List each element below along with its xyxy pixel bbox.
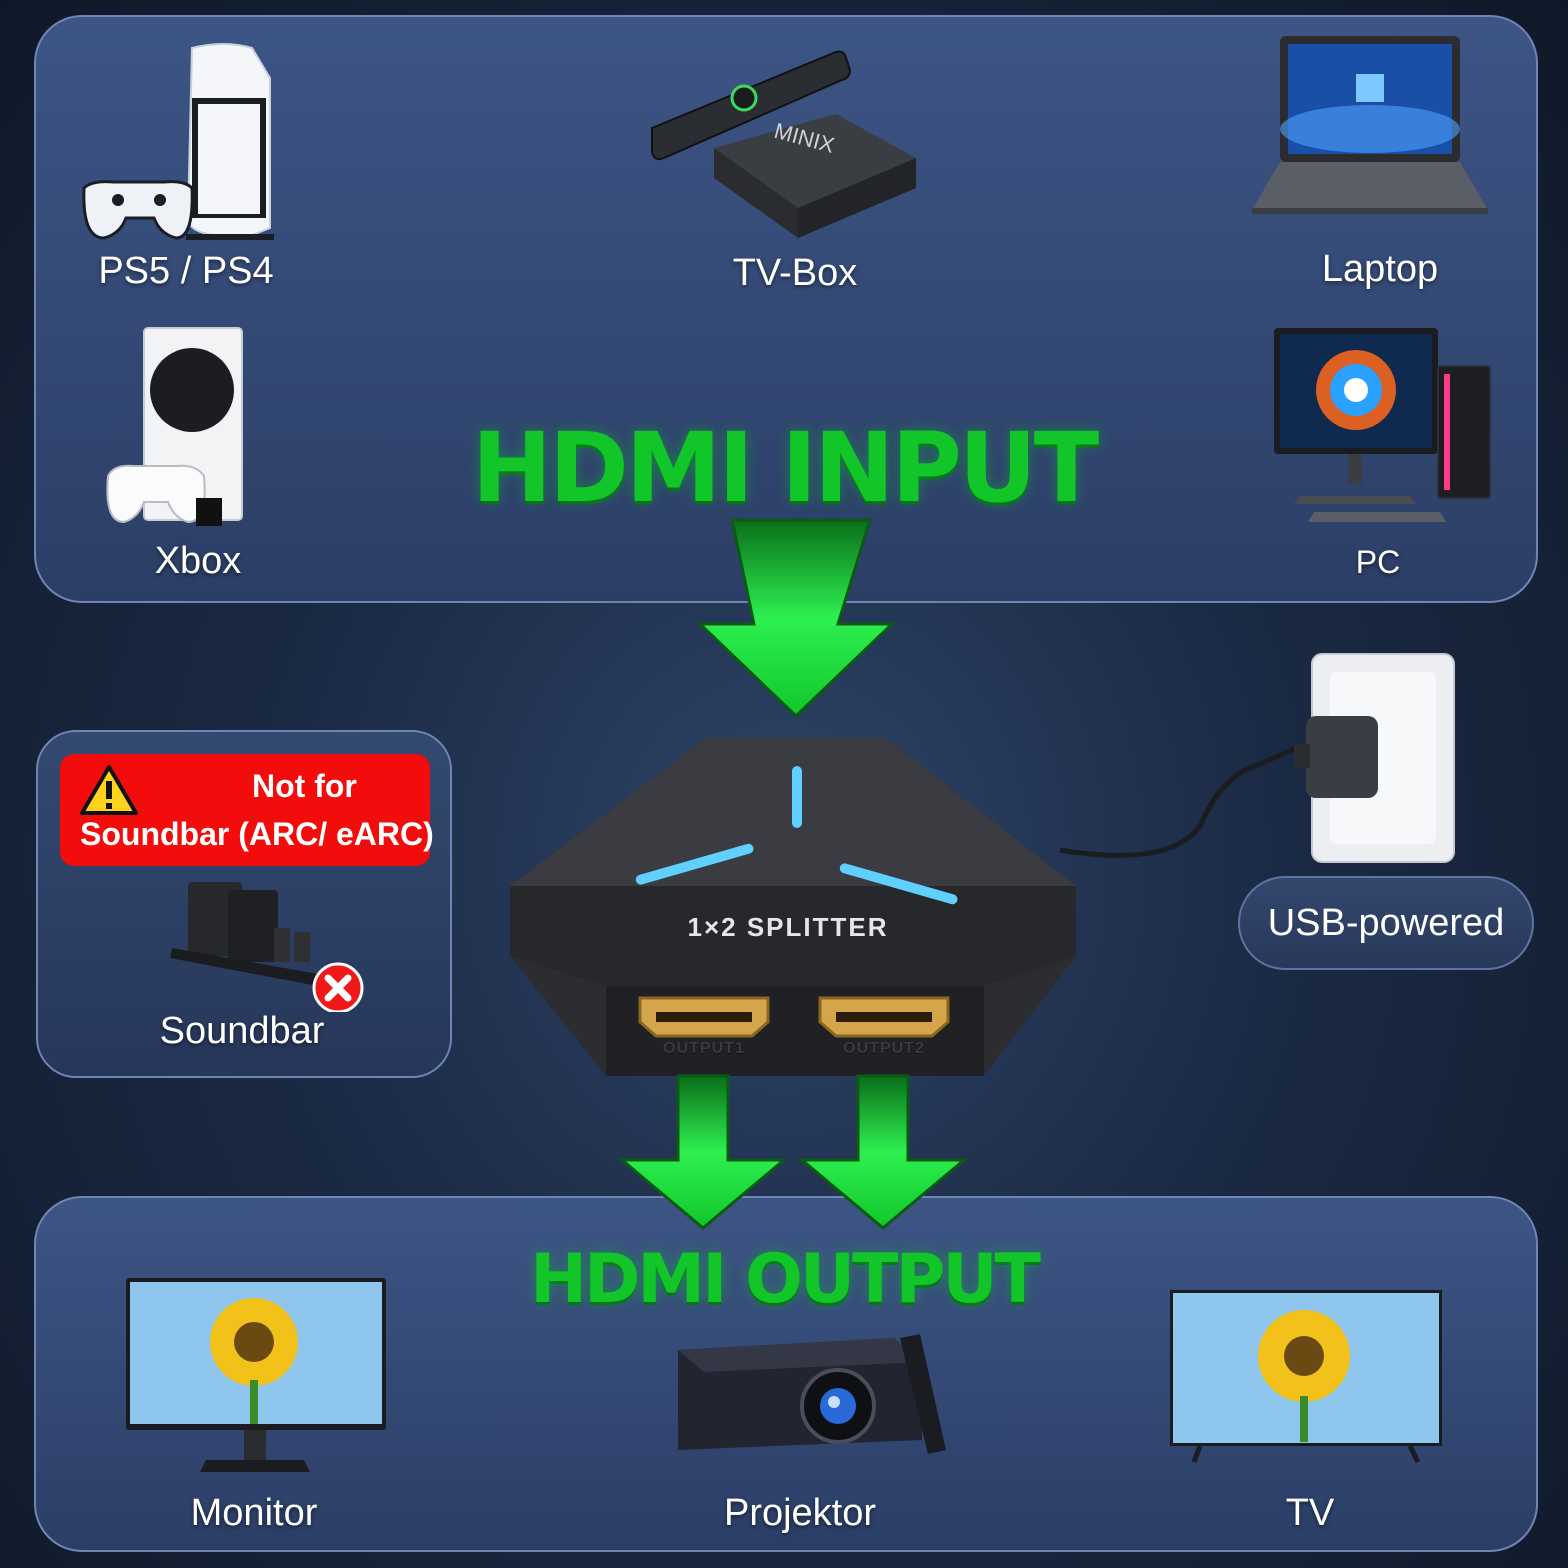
monitor-label: Monitor bbox=[190, 1492, 318, 1534]
hdmi-splitter-icon bbox=[510, 738, 1076, 1076]
projector-label: Projektor bbox=[723, 1492, 877, 1534]
laptop-label: Laptop bbox=[1321, 248, 1439, 290]
hdmi-output-headline: HDMI OUTPUT bbox=[530, 1240, 1041, 1319]
monitor-icon bbox=[126, 1278, 386, 1472]
laptop-icon bbox=[1252, 36, 1488, 214]
soundbar-label: Soundbar bbox=[159, 1010, 325, 1052]
output2-port-label: OUTPUT2 bbox=[843, 1040, 925, 1057]
tv-box-icon: MINIX bbox=[651, 50, 916, 238]
tv-box-label: TV-Box bbox=[732, 252, 858, 294]
tv-label: TV bbox=[1285, 1492, 1335, 1534]
led-left bbox=[635, 843, 754, 885]
playstation-icon bbox=[82, 43, 274, 240]
splitter-label: 1×2 SPLITTER bbox=[687, 912, 889, 942]
projector-icon bbox=[678, 1334, 946, 1454]
output-arrow-right-icon bbox=[798, 1074, 968, 1230]
usb-powered-badge: USB-powered bbox=[1238, 876, 1534, 970]
xbox-label: Xbox bbox=[154, 540, 242, 582]
usb-power-adapter-icon bbox=[1059, 653, 1455, 863]
output-arrow-left-icon bbox=[618, 1074, 788, 1230]
warning-box: Not for Soundbar (ARC/ eARC) bbox=[60, 754, 434, 866]
input-arrow-icon bbox=[696, 518, 896, 719]
warning-line2: Soundbar (ARC/ eARC) bbox=[80, 816, 434, 852]
pc-icon bbox=[1274, 328, 1491, 522]
led-right bbox=[839, 863, 958, 905]
tv-icon bbox=[1170, 1290, 1442, 1464]
warning-line1: Not for bbox=[252, 768, 357, 804]
xbox-icon bbox=[106, 327, 243, 526]
ps-label: PS5 / PS4 bbox=[98, 250, 274, 292]
soundbar-icon bbox=[170, 882, 364, 1012]
pc-label: PC bbox=[1355, 544, 1401, 580]
output1-port-label: OUTPUT1 bbox=[663, 1040, 745, 1057]
hdmi-input-headline: HDMI INPUT bbox=[471, 412, 1100, 524]
warning-icon bbox=[80, 765, 138, 815]
led-top bbox=[792, 766, 802, 828]
